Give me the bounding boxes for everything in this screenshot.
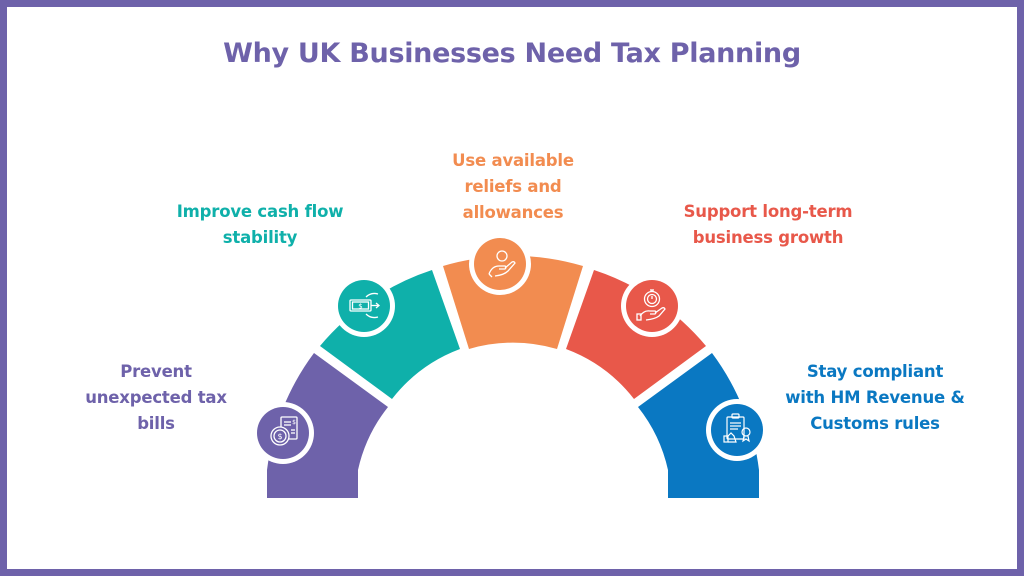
label-line: bills [137, 414, 175, 433]
label-long-term-growth: Support long-term business growth [658, 199, 878, 251]
svg-text:$: $ [277, 432, 282, 441]
segment-prevent-tax-bills [267, 353, 388, 498]
label-line: unexpected tax [85, 388, 227, 407]
segment-cash-flow [320, 270, 460, 399]
label-line: Customs rules [810, 414, 940, 433]
label-line: Use available [452, 151, 574, 170]
svg-text:$: $ [358, 303, 362, 311]
label-prevent-tax-bills: Prevent unexpected tax bills [66, 359, 246, 437]
svg-text:$: $ [292, 419, 296, 426]
segment-hmrc-compliance [638, 353, 759, 498]
label-line: reliefs and [464, 177, 562, 196]
hand-coin-icon [469, 233, 531, 295]
cash-flow-icon: $ [333, 275, 395, 337]
label-line: with HM Revenue & [785, 388, 965, 407]
page-title: Why UK Businesses Need Tax Planning [223, 38, 801, 69]
segment-long-term-growth [566, 270, 706, 399]
clipboard-certificate-icon [706, 399, 768, 461]
label-line: Improve cash flow [176, 202, 344, 221]
label-line: Stay compliant [806, 362, 944, 381]
label-reliefs-allowances: Use available reliefs and allowances [425, 148, 601, 226]
receipt-coin-icon: $ $ [252, 402, 314, 464]
label-line: Support long-term [683, 202, 853, 221]
label-line: Prevent [120, 362, 192, 381]
label-cash-flow: Improve cash flow stability [150, 199, 370, 251]
label-line: allowances [462, 203, 564, 222]
label-hmrc-compliance: Stay compliant with HM Revenue & Customs… [765, 359, 985, 437]
label-line: business growth [692, 228, 844, 247]
label-line: stability [222, 228, 298, 247]
hand-stopwatch-icon [621, 275, 683, 337]
